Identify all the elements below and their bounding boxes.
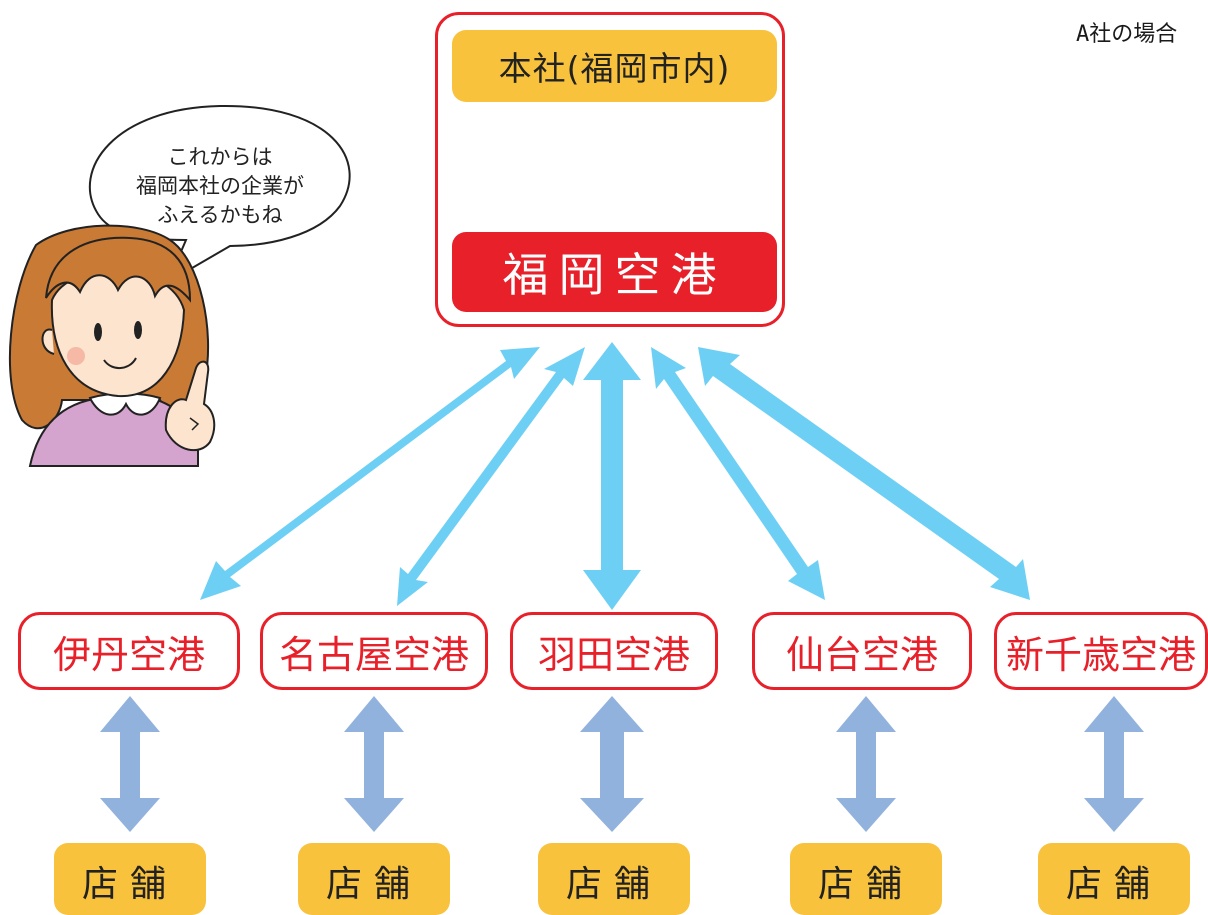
- route-arrows: [200, 342, 1030, 610]
- speech-line-3: ふえるかもね: [157, 203, 283, 227]
- speech-bubble-text: これからは 福岡本社の企業が ふえるかもね: [88, 143, 352, 230]
- store-arrow-haneda: [580, 696, 644, 832]
- airport-nagoya: 名古屋空港: [260, 612, 488, 690]
- store-arrows: [100, 696, 1144, 832]
- store-arrow-shinchitose: [1084, 696, 1144, 832]
- store-arrow-sendai: [836, 696, 896, 832]
- corner-label: A社の場合: [1076, 22, 1178, 47]
- store-arrow-nagoya: [344, 696, 404, 832]
- store-nagoya: 店舗: [298, 843, 450, 915]
- store-sendai: 店舗: [790, 843, 942, 915]
- fukuoka-airport-box: 福岡空港: [452, 232, 777, 312]
- store-haneda: 店舗: [538, 843, 690, 915]
- route-arrow-shinchitose: [698, 347, 1030, 600]
- store-arrow-itami: [100, 696, 160, 832]
- headquarters-box: 本社(福岡市内): [452, 30, 777, 102]
- store-itami: 店舗: [54, 843, 206, 915]
- airport-sendai: 仙台空港: [752, 612, 972, 690]
- route-arrow-sendai: [651, 347, 825, 600]
- speech-line-1: これからは: [167, 145, 273, 169]
- airport-haneda: 羽田空港: [510, 612, 718, 690]
- airport-itami: 伊丹空港: [18, 612, 240, 690]
- girl-character-illustration: [8, 224, 216, 467]
- airport-shinchitose: 新千歳空港: [994, 612, 1208, 690]
- route-arrow-nagoya: [397, 347, 585, 606]
- store-shinchitose: 店舗: [1038, 843, 1190, 915]
- speech-line-2: 福岡本社の企業が: [136, 174, 304, 198]
- route-arrow-haneda: [583, 342, 641, 610]
